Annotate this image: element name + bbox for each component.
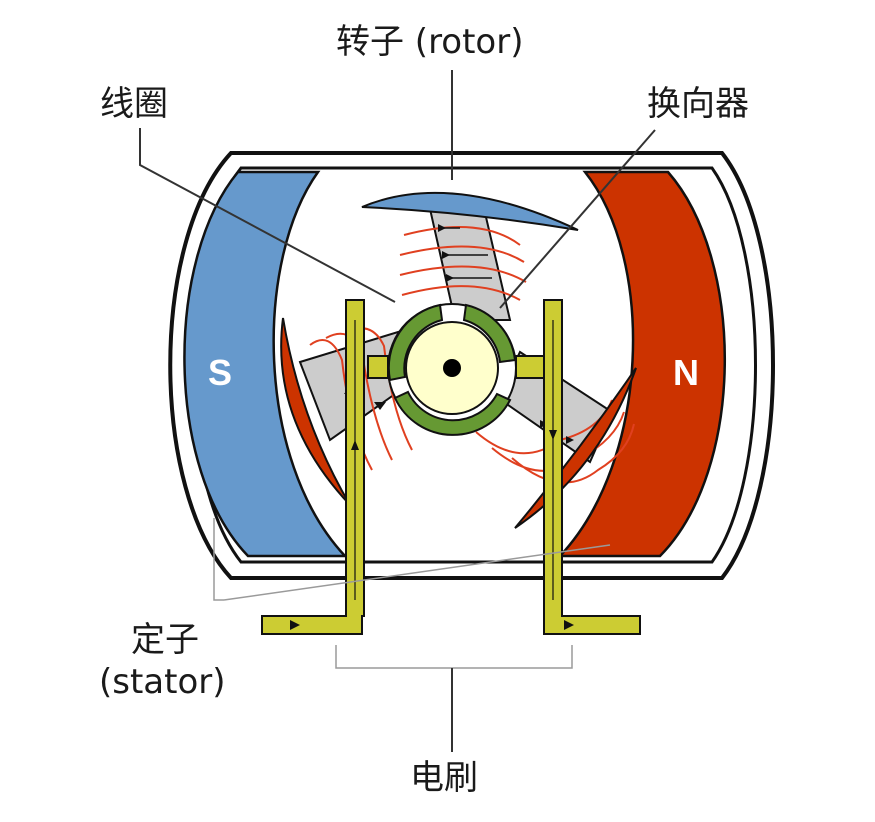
rotor-arm-top bbox=[399, 199, 527, 321]
coil-label: 线圈 bbox=[100, 84, 168, 124]
north-magnet bbox=[557, 170, 726, 558]
stator-bracket-left bbox=[213, 518, 224, 601]
rotor-shoe-right bbox=[514, 367, 637, 529]
brush-left bbox=[261, 299, 389, 635]
commutator-leader-line bbox=[499, 129, 656, 309]
stator-label-cn: 定子 bbox=[131, 620, 199, 660]
commutator-segment-1 bbox=[387, 303, 444, 382]
brush-bracket bbox=[335, 645, 573, 669]
rotor-shoe-top bbox=[361, 191, 579, 231]
brush-right bbox=[515, 299, 641, 635]
south-pole-letter: S bbox=[208, 352, 232, 393]
south-magnet bbox=[183, 170, 348, 558]
shaft-center bbox=[443, 359, 461, 377]
commutator-segment-3 bbox=[393, 390, 512, 436]
rotor-label: 转子 (rotor) bbox=[336, 22, 524, 62]
stator-leader-line bbox=[223, 544, 611, 601]
commutator-label: 换向器 bbox=[647, 84, 749, 124]
coil-leader-line bbox=[139, 128, 396, 303]
stator-label-en: (stator) bbox=[99, 662, 226, 702]
north-pole-letter: N bbox=[673, 352, 699, 393]
brush-label: 电刷 bbox=[410, 758, 478, 798]
